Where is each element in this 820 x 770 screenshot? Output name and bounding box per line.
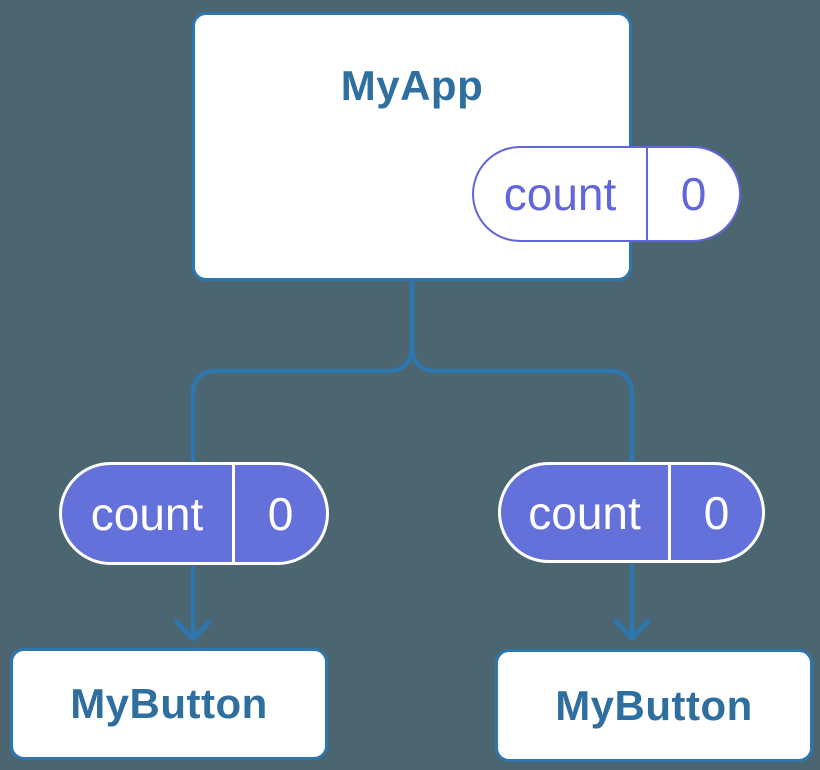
node-myapp: MyApp count 0	[192, 12, 741, 281]
state-pill-root: count 0	[472, 146, 741, 242]
pill-divider	[646, 148, 648, 240]
pill-divider	[232, 465, 235, 562]
node-mybutton-right: MyButton	[495, 649, 813, 762]
left-arrowhead-icon	[174, 619, 212, 642]
node-myapp-title: MyApp	[340, 62, 484, 109]
prop-value: 0	[703, 486, 730, 539]
state-value: 0	[680, 168, 707, 220]
prop-pill-right: count 0	[498, 462, 765, 563]
fork-connector-left	[190, 281, 415, 463]
prop-label: count	[90, 487, 204, 540]
node-mybutton-left-title: MyButton	[70, 680, 268, 727]
prop-label: count	[528, 486, 641, 539]
prop-value: 0	[267, 487, 294, 540]
prop-pill-left: count 0	[59, 462, 329, 565]
node-mybutton-left: MyButton	[10, 648, 328, 760]
pill-divider	[668, 465, 671, 560]
fork-connector-right	[409, 281, 635, 463]
right-arrowhead-icon	[613, 618, 651, 641]
state-label: count	[503, 168, 617, 220]
node-mybutton-right-title: MyButton	[555, 681, 753, 729]
